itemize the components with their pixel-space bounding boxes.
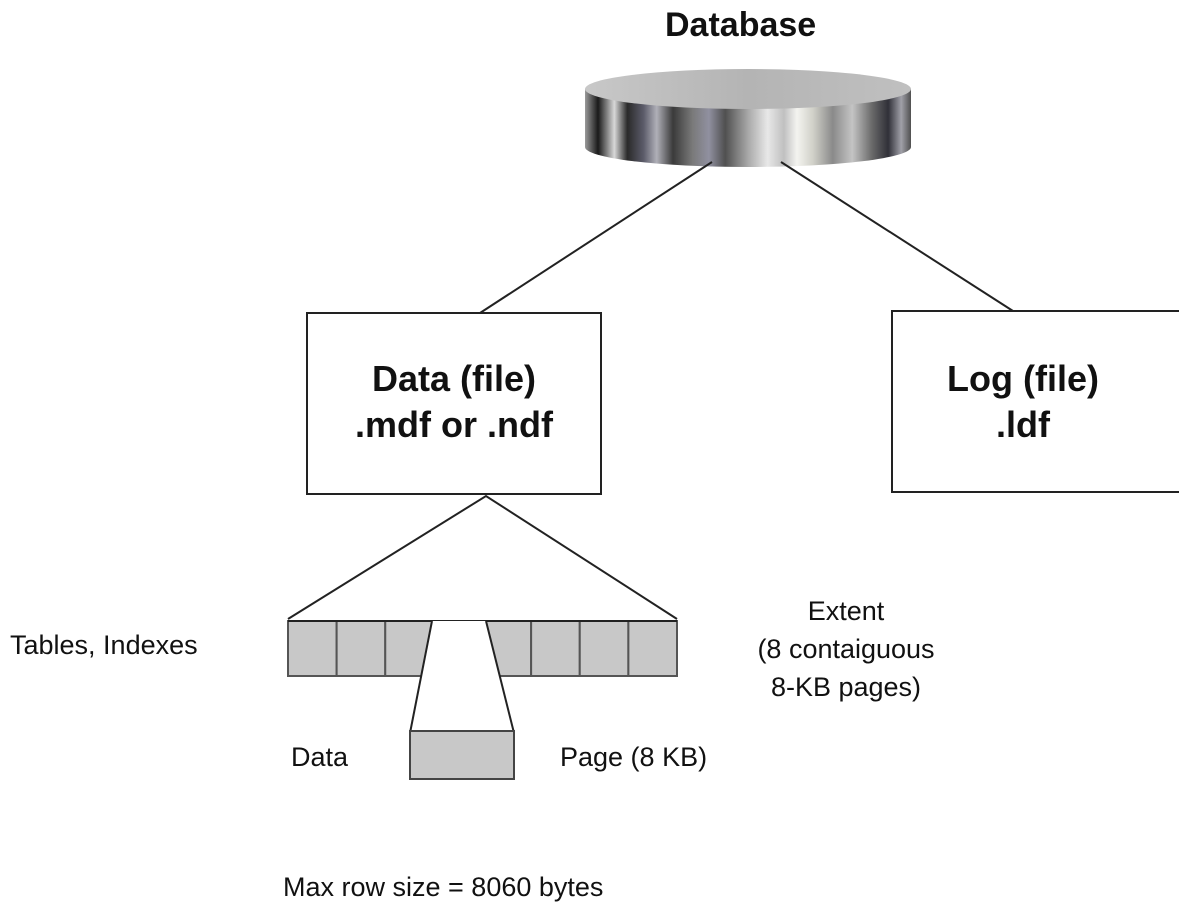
- single-page-box: [409, 730, 515, 780]
- data-file-label: Data (file) .mdf or .ndf: [307, 356, 601, 448]
- extent-fan-lines: [287, 494, 678, 620]
- extent-label-line1: Extent: [807, 596, 885, 626]
- extent-label-line2: (8 contaiguous: [757, 634, 935, 664]
- extent-page-cell: [335, 620, 387, 677]
- connector-db-to-log: [780, 161, 1014, 312]
- tables-indexes-label: Tables, Indexes: [10, 630, 198, 660]
- extent-page-cell: [627, 620, 678, 677]
- database-cylinder-icon: [585, 69, 911, 167]
- log-file-label: Log (file) .ldf: [892, 356, 1154, 448]
- extent-page-cell: [530, 620, 581, 677]
- extent-label: Extent (8 contaiguous 8-KB pages): [731, 592, 961, 706]
- extent-page-cell: [578, 620, 630, 677]
- extent-label-line3: 8-KB pages): [770, 672, 922, 702]
- data-file-line1: Data (file): [371, 358, 537, 399]
- data-file-box: [306, 312, 602, 495]
- max-row-size-note: Max row size = 8060 bytes: [283, 872, 604, 902]
- log-file-box: [891, 310, 1179, 493]
- extent-page-cell: [287, 620, 338, 677]
- data-file-line2: .mdf or .ndf: [355, 404, 553, 445]
- log-file-line2: .ldf: [996, 404, 1050, 445]
- connector-db-to-data: [479, 161, 713, 314]
- data-page-label: Data: [291, 742, 349, 772]
- page-zoom-lines: [409, 620, 515, 734]
- database-title: Database: [665, 6, 817, 44]
- page-size-label: Page (8 KB): [560, 742, 708, 772]
- log-file-line1: Log (file): [947, 358, 1099, 399]
